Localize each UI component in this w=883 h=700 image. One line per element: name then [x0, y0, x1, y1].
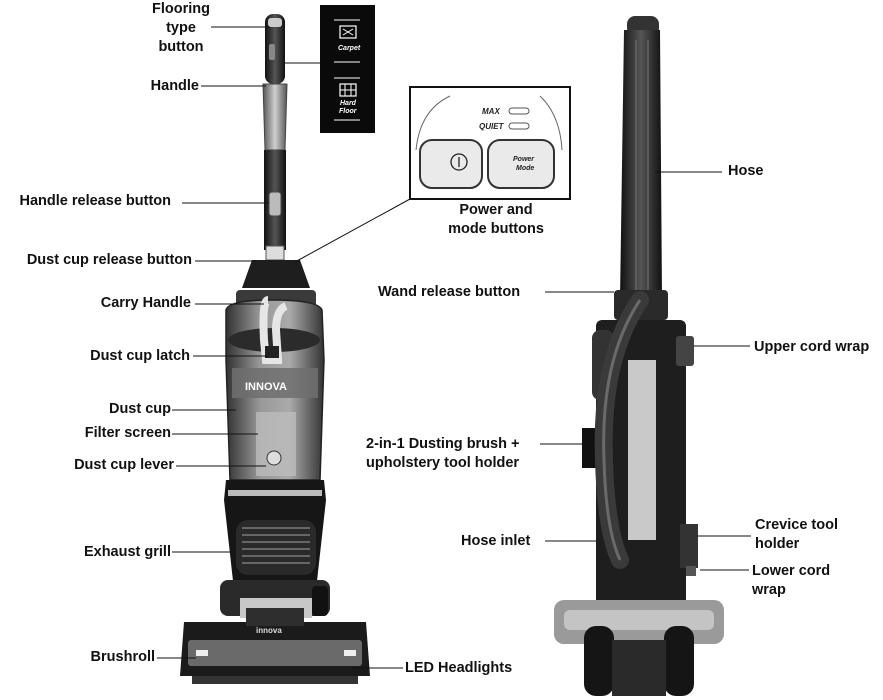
carry-handle-label: Carry Handle [100, 295, 191, 311]
carry-handle-shape [259, 296, 288, 364]
flooring-inset: Carpet Hard Floor [320, 5, 375, 133]
max-label: MAX [482, 107, 500, 116]
lower-cord-wrap-label: Lower cord wrap [752, 562, 830, 600]
hard-label: Hard [340, 100, 357, 107]
handle-release-button-label: Handle release button [19, 193, 171, 209]
dusting-brush-line-1: 2-in-1 Dusting brush + [366, 436, 520, 452]
wand-release-button-label: Wand release button [378, 284, 521, 300]
dust-cup-latch-label: Dust cup latch [90, 348, 190, 364]
body-brand: INNOVA [245, 381, 287, 393]
flooring-line-1: Flooring [152, 1, 210, 17]
crevice-line-2: holder [755, 536, 800, 552]
exhaust-grill-label: Exhaust grill [83, 544, 171, 560]
brushroll-label: Brushroll [90, 649, 155, 665]
side-wand [620, 30, 662, 300]
dusting-brush-holder-label: 2-in-1 Dusting brush + upholstery tool h… [366, 435, 519, 473]
carpet-label: Carpet [338, 45, 361, 52]
lower-cord-line-1: Lower cord [752, 563, 831, 579]
control-inset: MAX QUIET Power Mode [409, 86, 571, 200]
power-word: Power [513, 156, 535, 163]
handle-body [262, 83, 288, 151]
crevice-line-1: Crevice tool [755, 517, 838, 533]
crevice-tool-holder-label: Crevice tool holder [755, 516, 838, 554]
dust-cup-release-button-label: Dust cup release button [26, 252, 192, 268]
hose-inlet-label: Hose inlet [461, 533, 531, 549]
flooring-type-button-label: Flooring type button [143, 0, 219, 57]
handle-label: Handle [150, 78, 199, 94]
power-and-mode-buttons-label: Power and mode buttons [430, 201, 562, 239]
dust-cup-release-housing [242, 260, 310, 288]
filter-screen-label: Filter screen [84, 425, 171, 441]
lower-cord-line-2: wrap [752, 582, 786, 598]
mode-word: Mode [516, 165, 534, 172]
floor-label: Floor [339, 108, 358, 115]
dust-cup-label: Dust cup [108, 401, 171, 417]
flooring-line-3: button [158, 39, 204, 55]
flooring-line-2: type [166, 20, 196, 36]
power-mode-line-2: mode buttons [448, 221, 544, 237]
power-icon [450, 153, 468, 171]
dusting-brush-line-2: upholstery tool holder [366, 455, 520, 471]
led-headlights-label: LED Headlights [405, 660, 513, 676]
quiet-label: QUIET [479, 122, 505, 131]
upper-cord-wrap-label: Upper cord wrap [754, 339, 870, 355]
base-brand: innova [256, 626, 282, 635]
carpet-icon [339, 25, 357, 39]
dust-cup-lever-label: Dust cup lever [74, 457, 174, 473]
front-vacuum: INNOVA innova [180, 14, 370, 684]
leader-lines [157, 26, 751, 669]
side-vacuum [554, 16, 724, 696]
mode-button [487, 139, 555, 189]
power-mode-line-1: Power and [459, 202, 533, 218]
hose-label: Hose [728, 163, 764, 179]
